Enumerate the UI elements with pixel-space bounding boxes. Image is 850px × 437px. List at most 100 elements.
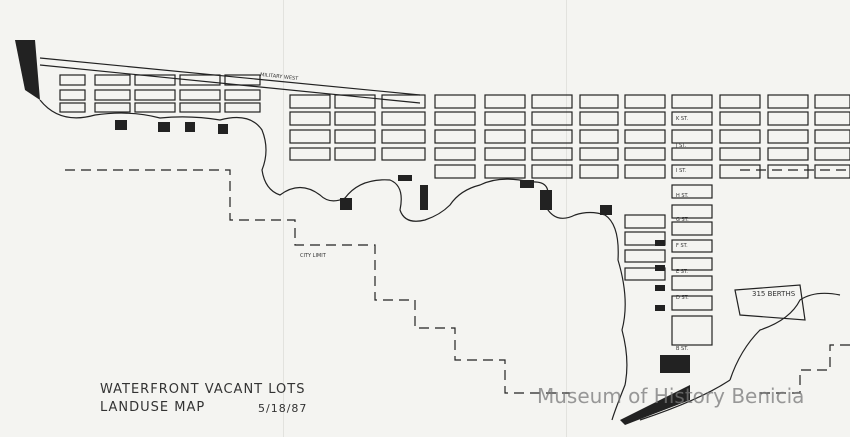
city-block [484,147,526,161]
map-subtitle: LANDUSE MAP [100,400,206,415]
city-block [671,204,713,219]
street-label: D ST. [676,295,689,301]
city-block [624,129,666,144]
city-block [434,164,476,179]
city-block [531,129,573,144]
city-limit-label: CITY LIMIT [300,253,327,259]
city-block [579,129,619,144]
city-block [531,94,573,109]
city-block [334,111,376,126]
city-block [671,147,713,161]
city-block [434,129,476,144]
city-block [624,94,666,109]
watermark: Museum of History Benicia [537,384,805,408]
city-block [671,275,713,291]
city-block [484,164,526,179]
city-block [59,74,86,86]
city-block [334,94,376,109]
city-block [767,164,809,179]
street-label: G ST. [676,217,689,223]
city-block [179,74,221,86]
street-label: J ST. [675,143,687,149]
city-block [381,129,426,144]
map-date: 5/18/87 [258,402,308,415]
berths-label: 315 BERTHS [752,290,796,298]
city-block [531,111,573,126]
city-block [579,111,619,126]
city-block [719,111,761,126]
city-block [381,111,426,126]
city-block [719,164,761,179]
city-block [224,102,261,113]
city-block [59,89,86,101]
city-block [434,94,476,109]
shoreline [39,99,841,421]
city-block [624,267,666,281]
city-block [179,89,221,101]
city-block [624,214,666,229]
city-block [624,231,666,246]
city-block [134,89,176,101]
city-block [484,94,526,109]
street-label: B ST. [676,346,689,352]
city-block [289,94,331,109]
city-block [289,129,331,144]
city-block [94,89,131,101]
military-west-label: MILITARY WEST [260,72,300,82]
city-block [814,111,850,126]
city-block [531,147,573,161]
city-block [579,94,619,109]
city-block [94,74,131,86]
city-block [434,111,476,126]
city-block [719,147,761,161]
city-limit-line [65,169,850,394]
vacant-lots [15,40,690,425]
city-block [624,249,666,263]
city-block [94,102,131,113]
paper-fold [283,0,284,437]
city-block [289,111,331,126]
city-block [767,129,809,144]
street-label: K ST. [676,116,689,122]
city-block [719,94,761,109]
city-block [334,129,376,144]
city-block [814,94,850,109]
city-block [531,164,573,179]
city-block [484,129,526,144]
street-label: F ST. [676,243,688,249]
city-block [671,221,713,236]
city-block [767,111,809,126]
city-block [381,147,426,161]
street-label: I ST. [676,168,687,174]
city-block [289,147,331,161]
city-block [624,164,666,179]
city-block [334,147,376,161]
city-block [671,315,713,346]
city-block [671,257,713,271]
city-block [671,94,713,109]
street-label: E ST. [676,269,688,275]
city-block [814,164,850,179]
city-block [671,295,713,311]
city-block [59,102,86,113]
city-block [434,147,476,161]
city-block [767,147,809,161]
city-block [381,94,426,109]
city-block [814,129,850,144]
city-block [134,74,176,86]
city-block [671,111,713,126]
city-block [179,102,221,113]
city-block [814,147,850,161]
city-block [624,147,666,161]
city-block [767,94,809,109]
city-block [671,164,713,179]
city-block [134,102,176,113]
city-block [579,147,619,161]
map-title: WATERFRONT VACANT LOTS [100,382,306,397]
city-block [579,164,619,179]
street-label: H ST. [676,193,689,199]
city-block [671,129,713,144]
city-block [224,89,261,101]
city-block [484,111,526,126]
